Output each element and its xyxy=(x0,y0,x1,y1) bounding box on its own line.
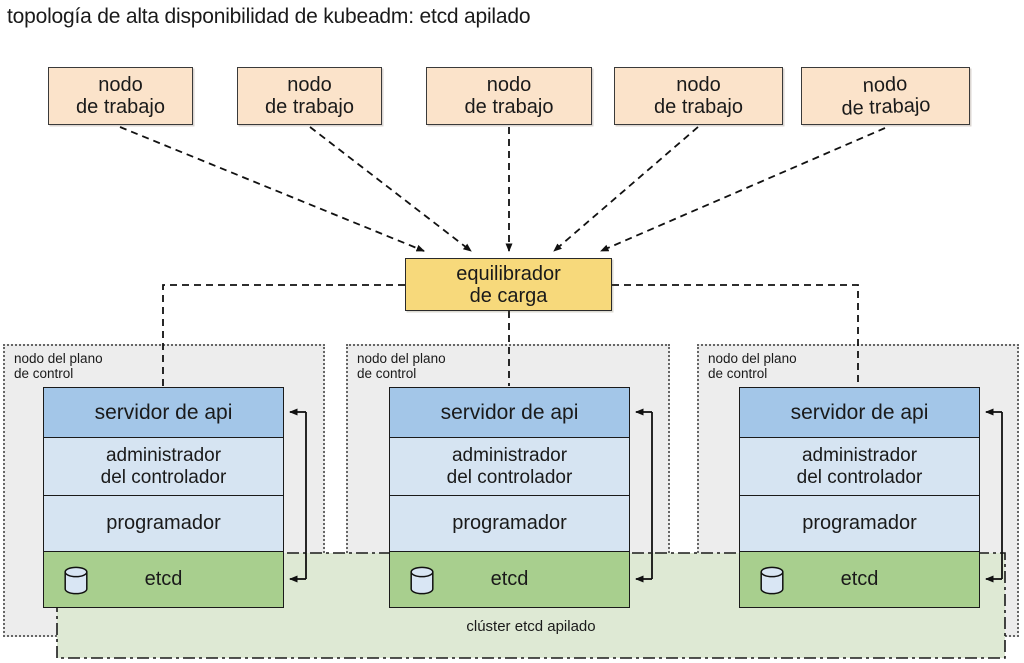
worker-node-label: nodo de trabajo xyxy=(464,73,554,118)
control-plane-label: nodo del plano de control xyxy=(708,351,797,381)
scheduler-box: programador xyxy=(43,495,284,552)
worker-node-box-5: nodo de trabajo xyxy=(801,67,970,125)
controller-manager-box: administrador del controlador xyxy=(739,436,980,497)
worker-node-box-2: nodo de trabajo xyxy=(237,67,382,125)
control-plane-stack-2: servidor de api administrador del contro… xyxy=(389,387,630,608)
worker-arrow-1 xyxy=(119,126,425,252)
control-plane-stack-3: servidor de api administrador del contro… xyxy=(739,387,980,608)
api-server-box: servidor de api xyxy=(739,387,980,438)
control-plane-label: nodo del plano de control xyxy=(14,351,103,381)
api-server-box: servidor de api xyxy=(43,387,284,438)
scheduler-box: programador xyxy=(739,495,980,552)
worker-node-box-4: nodo de trabajo xyxy=(614,67,783,125)
worker-node-box-1: nodo de trabajo xyxy=(48,67,193,125)
etcd-box: etcd xyxy=(389,550,630,608)
load-balancer-box: equilibrador de carga xyxy=(405,258,612,311)
controller-manager-box: administrador del controlador xyxy=(43,436,284,497)
load-balancer-label: de carga xyxy=(469,284,548,307)
database-cylinder-icon xyxy=(410,566,434,594)
etcd-cluster-label: clúster etcd apilado xyxy=(466,618,596,635)
worker-node-label: nodo de trabajo xyxy=(654,73,743,118)
load-balancer-label: equilibrador xyxy=(456,262,561,285)
diagram-title: topología de alta disponibilidad de kube… xyxy=(7,5,531,28)
control-plane-stack-1: servidor de api administrador del contro… xyxy=(43,387,284,608)
scheduler-box: programador xyxy=(389,495,630,552)
worker-arrow-4 xyxy=(553,126,699,252)
worker-arrow-5 xyxy=(600,127,886,252)
control-plane-label: nodo del plano de control xyxy=(357,351,446,381)
worker-node-label: nodo de trabajo xyxy=(76,73,165,118)
controller-manager-box: administrador del controlador xyxy=(389,436,630,497)
worker-node-label: nodo de trabajo xyxy=(265,73,354,118)
database-cylinder-icon xyxy=(760,566,784,594)
database-cylinder-icon xyxy=(64,566,88,594)
api-server-box: servidor de api xyxy=(389,387,630,438)
worker-node-label: nodo de trabajo xyxy=(841,72,931,120)
worker-node-box-3: nodo de trabajo xyxy=(426,67,592,125)
etcd-box: etcd xyxy=(739,550,980,608)
etcd-box: etcd xyxy=(43,550,284,608)
worker-arrow-2 xyxy=(309,126,472,252)
